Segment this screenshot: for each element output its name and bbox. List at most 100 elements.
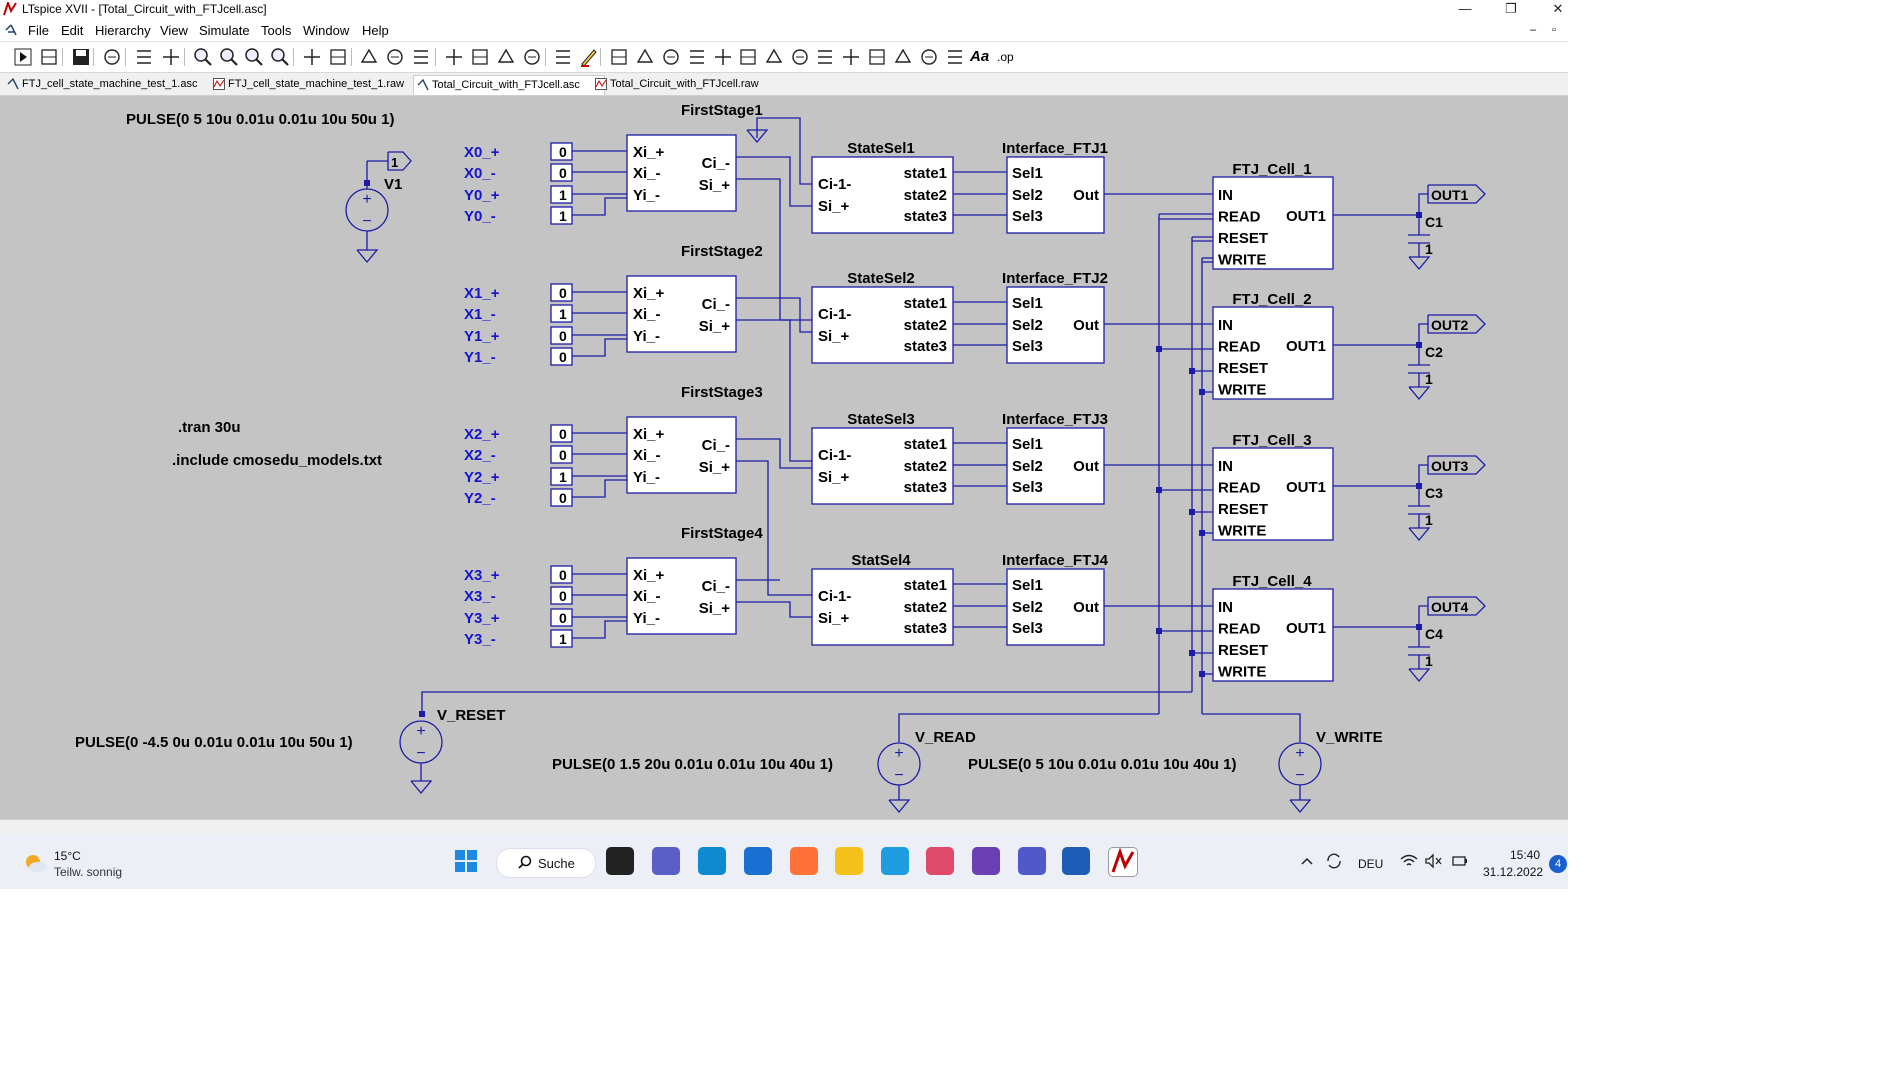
word-icon[interactable] xyxy=(1062,847,1090,875)
ground-symbol[interactable] xyxy=(356,249,379,264)
diode-icon[interactable] xyxy=(763,46,785,68)
ftj-cell-block[interactable] xyxy=(1212,306,1334,400)
state-sel-block[interactable] xyxy=(811,568,954,646)
text-tool-button[interactable]: Aa xyxy=(970,48,990,65)
cut-icon[interactable] xyxy=(443,46,465,68)
mail-icon[interactable] xyxy=(744,847,772,875)
wire[interactable] xyxy=(736,460,812,596)
output-net-label[interactable] xyxy=(1427,184,1486,204)
lernsax-icon[interactable] xyxy=(881,847,909,875)
ground-symbol[interactable] xyxy=(410,780,433,795)
menu-file[interactable]: File xyxy=(28,23,49,38)
wire[interactable] xyxy=(572,479,627,498)
clock-time[interactable]: 15:40 xyxy=(1510,848,1541,862)
chevron-up-icon[interactable] xyxy=(1300,856,1314,866)
document-icon[interactable] xyxy=(4,23,18,37)
net-label-1[interactable] xyxy=(387,151,412,171)
spice-directive-button[interactable]: .op xyxy=(997,50,1014,64)
zoom-cancel-icon[interactable] xyxy=(269,46,291,68)
mdi-restore-button[interactable]: ▫ xyxy=(1552,24,1556,36)
wire[interactable] xyxy=(736,319,812,462)
ground-symbol[interactable] xyxy=(1408,668,1431,683)
task-view-icon[interactable] xyxy=(606,847,634,875)
ground-icon[interactable] xyxy=(634,46,656,68)
menu-window[interactable]: Window xyxy=(303,23,350,38)
wire[interactable] xyxy=(572,338,627,357)
find-icon[interactable] xyxy=(521,46,543,68)
ltspice-icon[interactable] xyxy=(1108,847,1138,877)
first-stage-block[interactable] xyxy=(626,275,737,353)
ground-symbol[interactable] xyxy=(1408,256,1431,271)
ground-symbol[interactable] xyxy=(1408,527,1431,542)
menu-tools[interactable]: Tools xyxy=(261,23,292,38)
move-icon[interactable] xyxy=(814,46,836,68)
start-icon[interactable] xyxy=(452,847,480,875)
control-panel-icon[interactable] xyxy=(101,46,123,68)
restore-button[interactable]: ❐ xyxy=(1505,1,1517,16)
taskbar-search[interactable]: Suche xyxy=(496,848,596,878)
wire[interactable] xyxy=(736,438,812,469)
rotate-icon[interactable] xyxy=(918,46,940,68)
tab-total-circuit-asc[interactable]: Total_Circuit_with_FTJcell.asc xyxy=(413,75,605,95)
cascade-icon[interactable] xyxy=(410,46,432,68)
ftj-cell-block[interactable] xyxy=(1212,176,1334,270)
component-icon[interactable] xyxy=(789,46,811,68)
interface-block[interactable] xyxy=(1006,156,1105,234)
first-stage-block[interactable] xyxy=(626,134,737,212)
ftj-cell-block[interactable] xyxy=(1212,588,1334,682)
grid-icon[interactable] xyxy=(327,46,349,68)
battery-icon[interactable] xyxy=(1450,853,1468,869)
paste-icon[interactable] xyxy=(495,46,517,68)
menu-simulate[interactable]: Simulate xyxy=(199,23,250,38)
wire[interactable] xyxy=(1418,605,1428,627)
output-net-label[interactable] xyxy=(1427,596,1486,616)
open-icon[interactable] xyxy=(38,46,60,68)
ground-symbol[interactable] xyxy=(1289,799,1312,814)
ground-symbol[interactable] xyxy=(888,799,911,814)
wire[interactable] xyxy=(572,197,627,216)
inductor-icon[interactable] xyxy=(737,46,759,68)
copy-icon[interactable] xyxy=(469,46,491,68)
wire[interactable] xyxy=(1418,193,1428,215)
resistor-icon[interactable] xyxy=(686,46,708,68)
menu-hierarchy[interactable]: Hierarchy xyxy=(95,23,151,38)
output-net-label[interactable] xyxy=(1427,455,1486,475)
teams-icon[interactable] xyxy=(1018,847,1046,875)
firefox-icon[interactable] xyxy=(790,847,818,875)
wire[interactable] xyxy=(1202,713,1301,742)
wire[interactable] xyxy=(1418,323,1428,345)
weather-icon[interactable] xyxy=(22,852,48,874)
state-sel-block[interactable] xyxy=(811,156,954,234)
pan-hand-icon[interactable] xyxy=(160,46,182,68)
print-icon[interactable] xyxy=(552,46,574,68)
tab-total-circuit-raw[interactable]: Total_Circuit_with_FTJcell.raw xyxy=(592,75,780,94)
wire[interactable] xyxy=(572,620,627,639)
halt-icon[interactable] xyxy=(133,46,155,68)
zoom-in-icon[interactable] xyxy=(192,46,214,68)
close-button[interactable]: ✕ xyxy=(1552,1,1564,16)
ground-symbol[interactable] xyxy=(1408,386,1431,401)
tile-vertical-icon[interactable] xyxy=(384,46,406,68)
zoom-out-icon[interactable] xyxy=(218,46,240,68)
speaker-muted-icon[interactable] xyxy=(1424,853,1442,869)
teams-chat-icon[interactable] xyxy=(652,847,680,875)
run-icon[interactable] xyxy=(12,46,34,68)
tab-ftj-cell-test-asc[interactable]: FTJ_cell_state_machine_test_1.asc xyxy=(4,75,220,94)
menu-view[interactable]: View xyxy=(160,23,188,38)
menu-edit[interactable]: Edit xyxy=(61,23,84,38)
drag-icon[interactable] xyxy=(840,46,862,68)
wire-icon[interactable] xyxy=(608,46,630,68)
save-icon[interactable] xyxy=(70,46,92,68)
wire[interactable] xyxy=(756,117,812,185)
wire[interactable] xyxy=(736,601,812,618)
redo-icon[interactable] xyxy=(892,46,914,68)
zoom-fit-icon[interactable] xyxy=(243,46,265,68)
tab-ftj-cell-test-raw[interactable]: FTJ_cell_state_machine_test_1.raw xyxy=(210,75,424,94)
ground-symbol[interactable] xyxy=(746,129,769,144)
mdi-minimize-button[interactable]: – xyxy=(1530,24,1537,36)
schematic-canvas[interactable]: PULSE(0 5 10u 0.01u 0.01u 10u 50u 1).tra… xyxy=(0,96,1568,819)
autorange-icon[interactable] xyxy=(301,46,323,68)
state-sel-block[interactable] xyxy=(811,427,954,505)
wire[interactable] xyxy=(736,178,812,321)
wire[interactable] xyxy=(1418,464,1428,486)
